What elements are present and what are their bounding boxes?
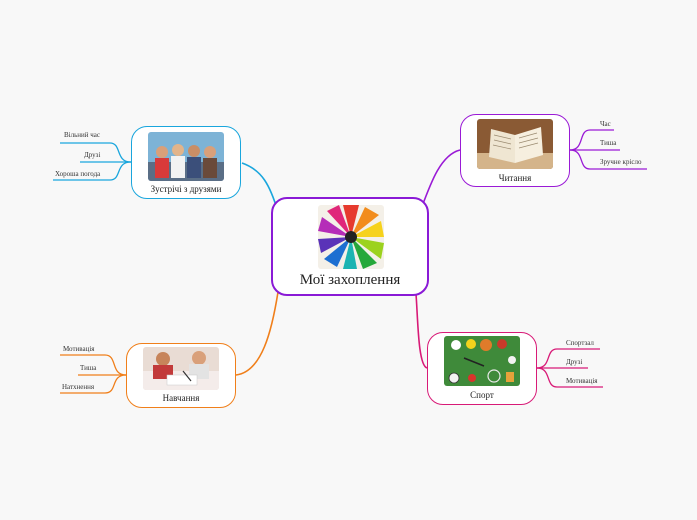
study-photo	[143, 347, 219, 390]
branch-sport[interactable]: Спорт	[427, 332, 537, 405]
leaf-reading-silence[interactable]: Тиша	[600, 139, 617, 147]
book-photo	[477, 119, 553, 169]
leaves-reading-lines	[569, 129, 647, 170]
leaf-sport-gym[interactable]: Спортзал	[566, 339, 594, 347]
leaf-reading-time[interactable]: Час	[600, 120, 611, 128]
leaf-sport-friends[interactable]: Друзі	[566, 358, 583, 366]
leaves-friends-lines	[53, 142, 132, 181]
leaves-study-lines	[60, 354, 127, 394]
branch-sport-title: Спорт	[470, 390, 494, 400]
leaf-study-silence[interactable]: Тиша	[80, 364, 97, 372]
branch-study-title: Навчання	[162, 393, 200, 403]
leaf-friends-friends[interactable]: Друзі	[84, 151, 101, 159]
leaf-reading-comfy-chair[interactable]: Зручне крісло	[600, 158, 642, 166]
connector-study	[235, 291, 279, 376]
leaf-sport-motivation[interactable]: Мотивація	[566, 377, 598, 385]
branch-reading-title: Читання	[498, 173, 532, 183]
branch-friends[interactable]: Зустрічі з друзями	[131, 126, 241, 199]
central-title: Мої захоплення	[299, 272, 401, 288]
leaf-study-motivation[interactable]: Мотивація	[63, 345, 95, 353]
sport-balls-photo	[444, 336, 520, 386]
central-topic[interactable]: Мої захоплення	[271, 197, 429, 296]
connector-sport	[415, 293, 428, 369]
leaf-friends-good-weather[interactable]: Хороша погода	[55, 170, 101, 178]
leaves-sport-lines	[536, 348, 603, 388]
leaf-study-inspiration[interactable]: Натхнення	[62, 383, 95, 391]
friends-photo	[148, 132, 224, 181]
branch-reading[interactable]: Читання	[460, 114, 570, 187]
branch-friends-title: Зустрічі з друзями	[150, 184, 222, 194]
colored-pencils-image	[318, 205, 384, 269]
branch-study[interactable]: Навчання	[126, 343, 236, 408]
leaf-friends-free-time[interactable]: Вільний час	[64, 131, 101, 139]
